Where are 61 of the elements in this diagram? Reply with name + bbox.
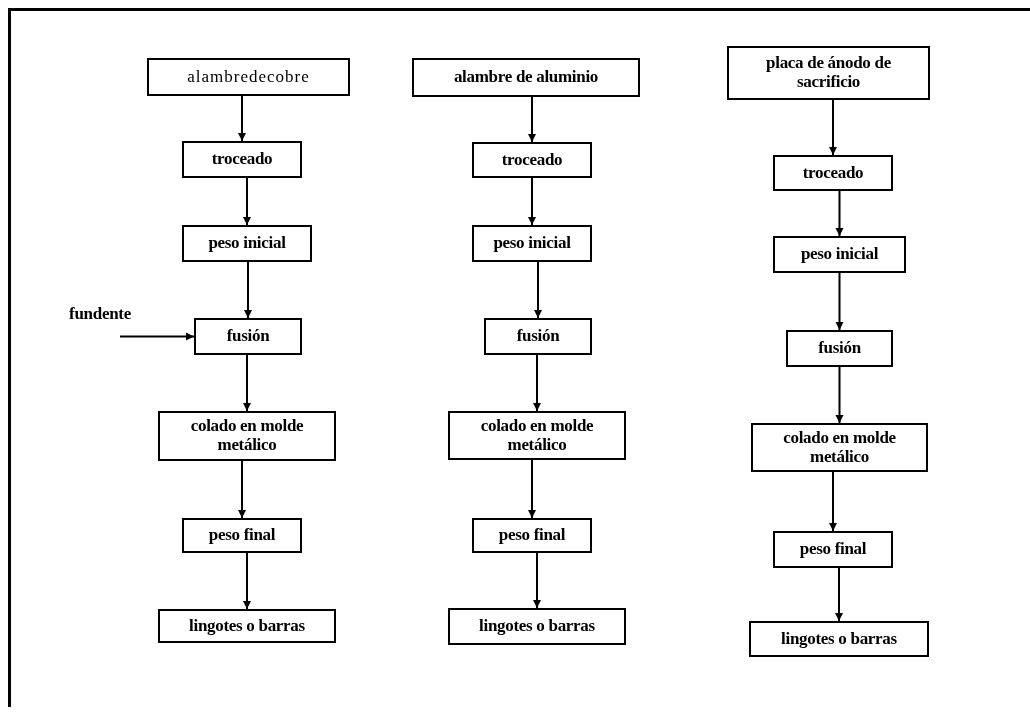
step-label: peso inicial: [800, 245, 879, 264]
step-label: troceado: [211, 150, 273, 169]
step-label: fusión: [818, 339, 861, 358]
process-box: [448, 411, 626, 460]
process-box: [484, 318, 592, 355]
arrow: [829, 471, 837, 532]
arrow: [835, 190, 844, 237]
step-label: fusión: [226, 327, 270, 346]
arrow: [243, 177, 251, 226]
process-box: [182, 141, 302, 178]
process-box: [448, 608, 626, 645]
arrow: [829, 99, 837, 156]
process-box: [773, 531, 893, 568]
step-label: peso final: [498, 526, 566, 545]
step-label: alambre de aluminio: [453, 68, 599, 87]
process-box: [749, 621, 929, 657]
process-box: [472, 142, 592, 178]
process-box: [751, 423, 928, 472]
arrow: [119, 332, 195, 341]
process-box: [773, 155, 893, 191]
arrow: [835, 567, 843, 622]
arrow: [528, 96, 536, 143]
process-box: [472, 225, 592, 262]
step-label: troceado: [501, 150, 563, 170]
arrow: [243, 552, 251, 610]
process-box: [158, 411, 336, 461]
step-label: colado en molde metálico: [479, 416, 595, 455]
process-box: [773, 236, 906, 273]
process-box: [786, 330, 893, 367]
process-box: [194, 318, 302, 355]
arrow: [533, 354, 541, 412]
process-box: [472, 518, 592, 553]
step-label: alambredecobre: [187, 67, 310, 87]
arrow: [528, 177, 536, 226]
arrow: [835, 272, 844, 331]
process-box: [147, 58, 350, 96]
step-label: lingotes o barras: [479, 617, 595, 636]
step-label: fusión: [516, 327, 560, 346]
process-box: [182, 225, 312, 262]
arrow: [238, 95, 246, 142]
step-label: lingotes o barras: [189, 616, 305, 636]
step-label: peso inicial: [493, 234, 571, 253]
step-label: lingotes o barras: [781, 629, 897, 649]
step-label: colado en molde metálico: [189, 417, 305, 455]
arrow: [835, 366, 844, 424]
step-label: peso final: [208, 526, 276, 545]
process-box: [182, 518, 302, 553]
arrow: [528, 459, 536, 519]
process-box: [727, 46, 930, 100]
step-label: peso inicial: [208, 234, 286, 253]
step-label: peso final: [799, 540, 867, 559]
step-label: troceado: [802, 163, 864, 183]
arrow: [533, 552, 541, 609]
process-box: [412, 58, 640, 97]
process-box: [158, 609, 336, 643]
step-label: colado en molde metálico: [782, 428, 897, 467]
arrow: [244, 261, 252, 319]
arrow: [534, 261, 542, 319]
arrow: [243, 354, 251, 412]
step-label: placa de ánodo de sacrificio: [765, 54, 892, 92]
arrow: [238, 460, 246, 519]
